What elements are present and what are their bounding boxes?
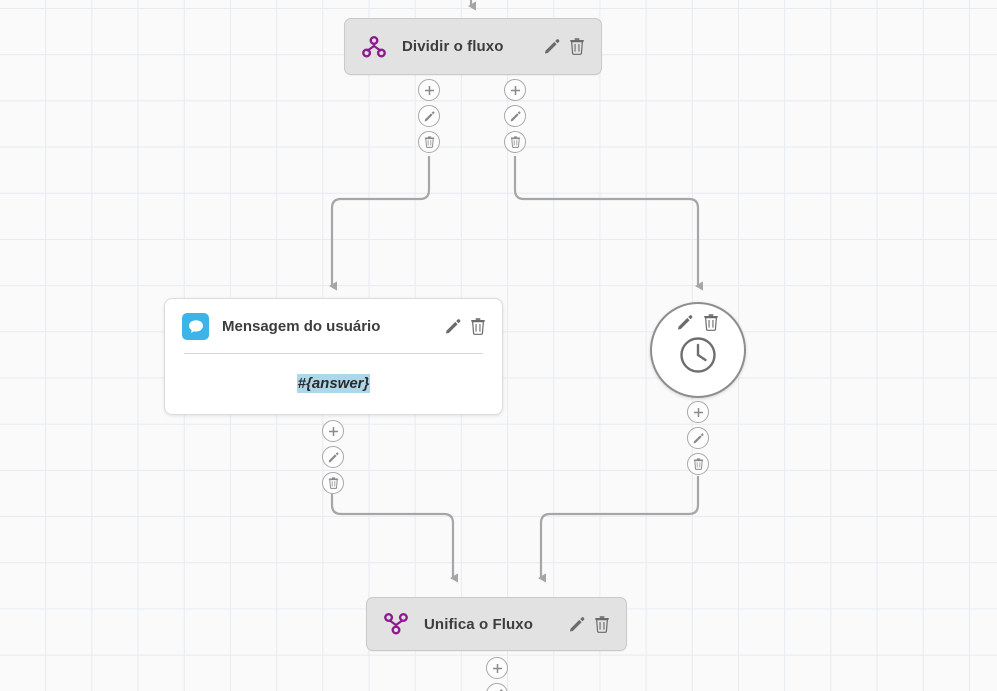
edit-connection-button[interactable] [687,427,709,449]
add-node-button[interactable] [418,79,440,101]
edit-connection-button[interactable] [504,105,526,127]
node-dividir-o-fluxo[interactable]: Dividir o fluxo [344,18,602,75]
merge-flow-icon [383,611,409,637]
message-node-header: Mensagem do usuário [165,299,502,353]
message-variable-token[interactable]: #{answer} [296,373,371,393]
edit-connection-button[interactable] [486,683,508,691]
merge-node-actions [486,657,508,691]
edit-icon[interactable] [445,318,461,335]
node-unifica-o-fluxo[interactable]: Unifica o Fluxo [366,597,627,651]
delete-connection-button[interactable] [687,453,709,475]
node-title-dividir: Dividir o fluxo [402,38,504,55]
delete-icon[interactable] [703,314,719,331]
clock-icon [678,335,718,380]
delete-connection-button[interactable] [418,131,440,153]
node-timer[interactable] [650,302,746,398]
branch-actions-left [418,79,440,157]
node-mensagem-do-usuario[interactable]: Mensagem do usuário [164,298,503,415]
node-actions-dividir [544,38,585,55]
delete-icon[interactable] [470,317,486,335]
edit-icon[interactable] [544,38,560,55]
add-node-button[interactable] [486,657,508,679]
edit-connection-button[interactable] [322,446,344,468]
add-node-button[interactable] [504,79,526,101]
edit-icon[interactable] [569,616,585,633]
node-actions-unifica [569,615,610,633]
node-title-unifica: Unifica o Fluxo [424,615,534,633]
timer-node-actions [677,314,719,331]
message-node-actions [322,420,344,498]
edit-connection-button[interactable] [418,105,440,127]
delete-icon[interactable] [569,38,585,55]
node-actions-mensagem [445,317,486,335]
split-flow-icon [361,34,387,60]
delete-connection-button[interactable] [322,472,344,494]
node-title-mensagem: Mensagem do usuário [222,317,381,335]
delete-icon[interactable] [594,615,610,633]
add-node-button[interactable] [322,420,344,442]
chat-bubble-icon [182,312,209,340]
message-node-body: #{answer} [165,354,502,412]
message-node-divider [184,353,483,354]
timer-node-connection-actions [687,401,709,479]
branch-actions-right [504,79,526,157]
delete-connection-button[interactable] [504,131,526,153]
add-node-button[interactable] [687,401,709,423]
edit-icon[interactable] [677,314,693,331]
